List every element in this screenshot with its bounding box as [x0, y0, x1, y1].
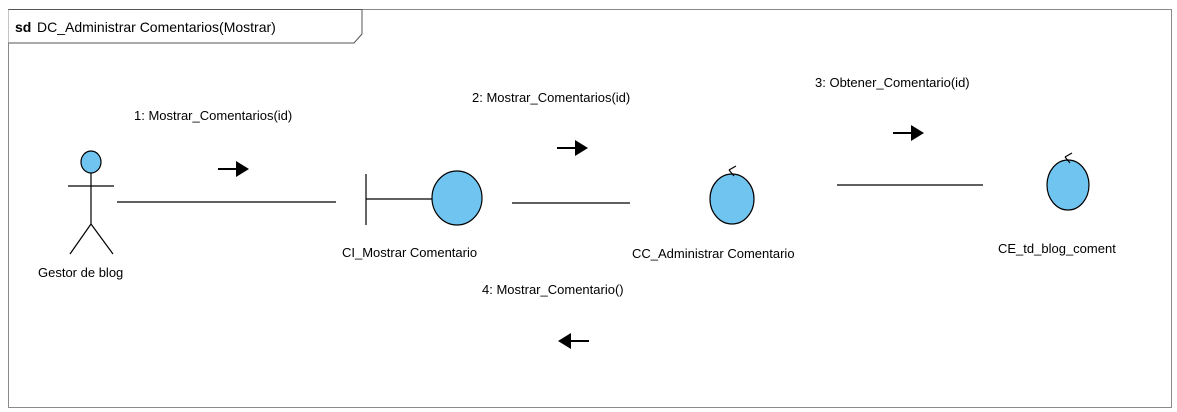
message-2-label: 2: Mostrar_Comentarios(id)	[472, 90, 630, 105]
actor-label: Gestor de blog	[38, 265, 123, 280]
boundary-label: CI_Mostrar Comentario	[342, 245, 477, 260]
frame-title-tab	[8, 9, 363, 44]
message-3-arrow-right-icon	[893, 125, 924, 141]
entity-icon	[1046, 152, 1090, 211]
control-icon	[709, 165, 755, 225]
control-label: CC_Administrar Comentario	[632, 246, 795, 261]
frame-keyword: sd	[15, 19, 31, 35]
actor-icon	[68, 150, 114, 255]
boundary-icon	[365, 170, 483, 226]
entity-label: CE_td_blog_coment	[998, 241, 1116, 256]
message-1-arrow-right-icon	[218, 161, 249, 177]
diagram-frame	[8, 9, 1172, 408]
message-1-label: 1: Mostrar_Comentarios(id)	[134, 108, 292, 123]
message-4-arrow-left-icon	[558, 333, 589, 349]
message-3-label: 3: Obtener_Comentario(id)	[815, 75, 970, 90]
frame-title: DC_Administrar Comentarios(Mostrar)	[37, 19, 276, 35]
message-4-label: 4: Mostrar_Comentario()	[482, 282, 624, 297]
message-2-arrow-right-icon	[557, 140, 588, 156]
